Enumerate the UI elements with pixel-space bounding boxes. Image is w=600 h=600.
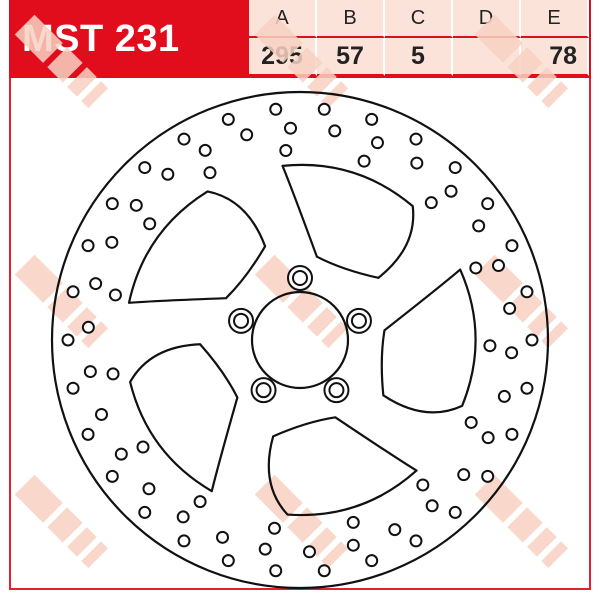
spec-value-c: 5	[385, 38, 453, 76]
trw-watermark	[14, 14, 569, 569]
brake-disc	[50, 90, 550, 590]
spec-header-e: E	[521, 0, 589, 38]
spec-header-c: C	[385, 0, 453, 38]
spec-header-b: B	[317, 0, 385, 38]
spec-value-b: 57	[317, 38, 385, 76]
